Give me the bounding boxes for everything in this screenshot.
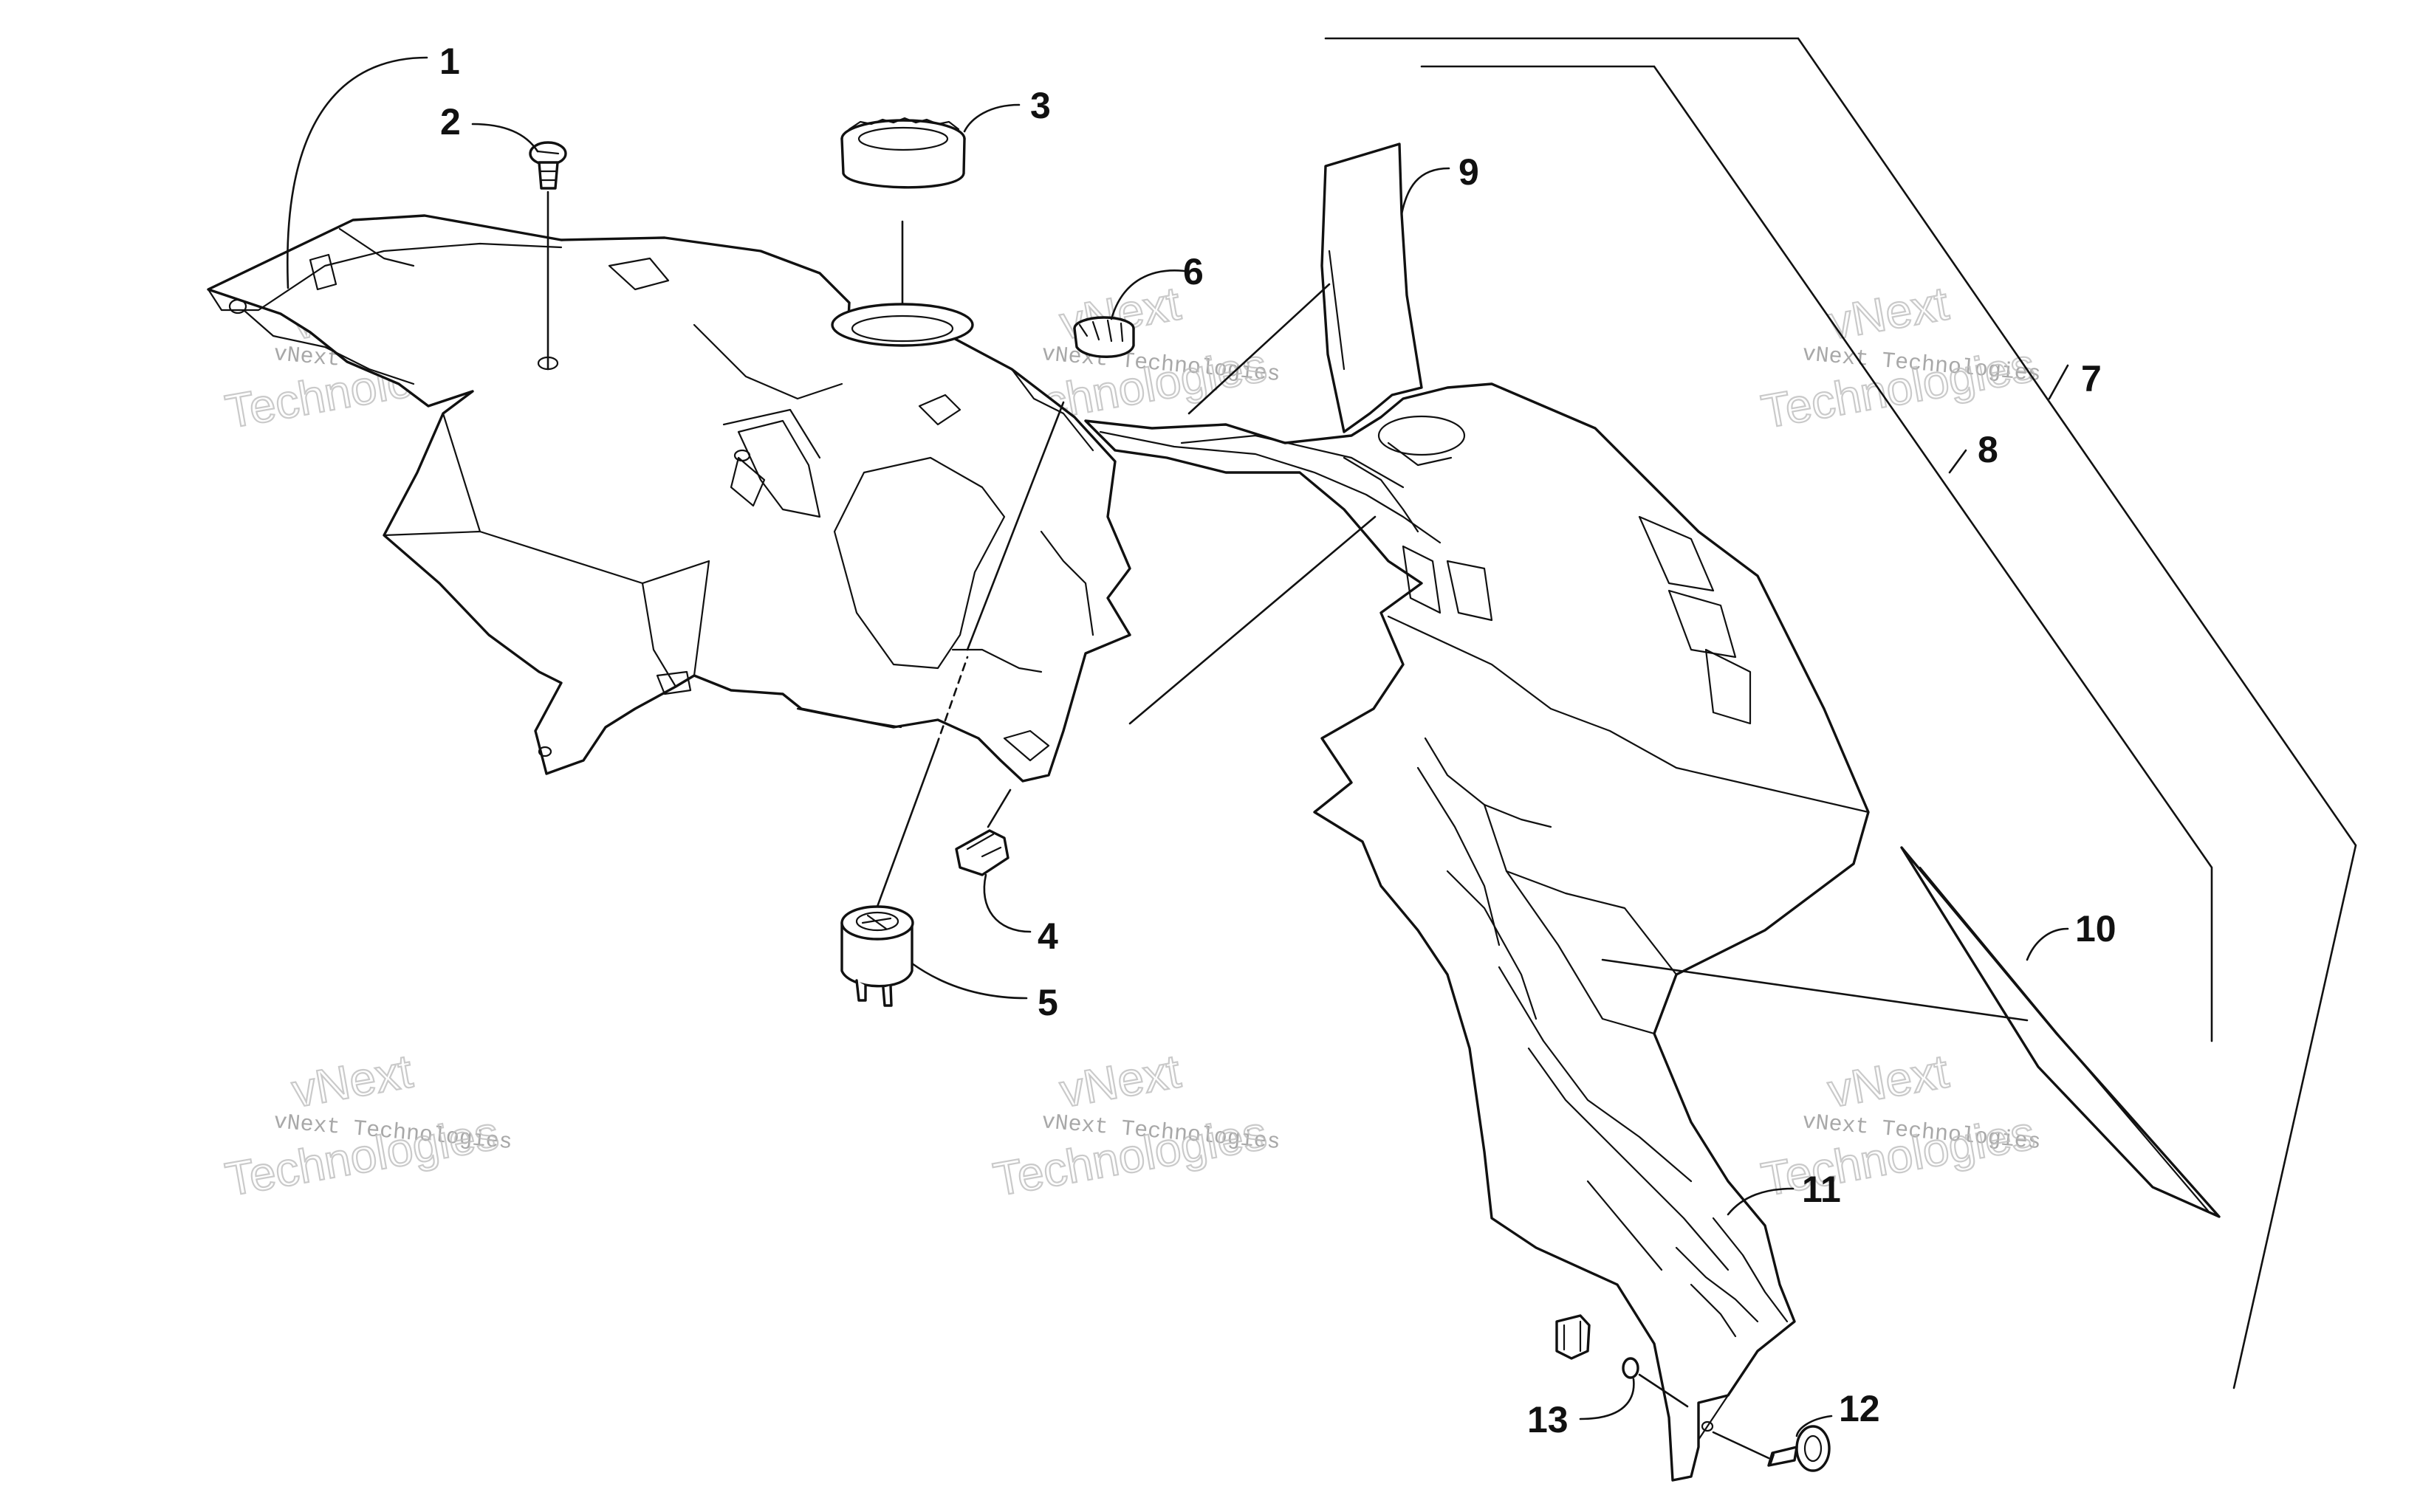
watermark-bottom-right: vNext vNext Technologies Technologies bbox=[1757, 1043, 2042, 1207]
watermark-brand: vNext bbox=[1824, 1044, 1953, 1117]
callout-11: 11 bbox=[1802, 1169, 1841, 1210]
part-3-cap-ring bbox=[840, 117, 966, 189]
part-11-side-fairing bbox=[1084, 382, 1870, 1482]
watermark-top-center: vNext vNext Technologies Technologies bbox=[989, 275, 1281, 439]
callout-labels: 1 2 3 4 5 6 7 8 9 10 11 12 13 bbox=[439, 41, 2116, 1440]
part-5-ignition-switch bbox=[840, 905, 914, 1007]
callout-13: 13 bbox=[1527, 1399, 1569, 1440]
watermark-bottom-center: vNext vNext Technologies Technologies bbox=[989, 1043, 1281, 1207]
part-1-tank-shroud bbox=[207, 214, 1131, 783]
watermark-bottom-left: vNext vNext Technologies Technologies bbox=[221, 1043, 513, 1207]
callout-10: 10 bbox=[2075, 908, 2116, 949]
callout-6: 6 bbox=[1183, 251, 1204, 292]
callout-8: 8 bbox=[1978, 429, 1998, 470]
part-12-fastener bbox=[1767, 1425, 1831, 1472]
part-10-side-trim bbox=[1900, 846, 2221, 1218]
callout-12: 12 bbox=[1839, 1388, 1880, 1429]
part-13-bracket bbox=[1555, 1314, 1639, 1379]
callout-9: 9 bbox=[1458, 151, 1479, 193]
part-7-outline bbox=[1324, 37, 2357, 1389]
callout-7: 7 bbox=[2081, 358, 2102, 399]
watermark-brand: vNext bbox=[288, 1044, 417, 1117]
callout-5: 5 bbox=[1038, 982, 1058, 1023]
part-9-front-fin bbox=[1320, 142, 1423, 433]
callout-3: 3 bbox=[1030, 85, 1051, 126]
part-4-clip bbox=[955, 829, 1010, 876]
callout-4: 4 bbox=[1038, 915, 1058, 957]
part-2-screw bbox=[529, 141, 567, 190]
part-6-plug bbox=[1073, 316, 1135, 358]
part-8-outline bbox=[1420, 65, 2213, 1042]
callout-2: 2 bbox=[440, 101, 461, 142]
callout-1: 1 bbox=[439, 41, 460, 82]
watermark-brand: vNext bbox=[1056, 1044, 1185, 1117]
leader-lines bbox=[287, 56, 2069, 1460]
watermark-top-right: vNext vNext Technologies Technologies bbox=[1757, 275, 2042, 439]
